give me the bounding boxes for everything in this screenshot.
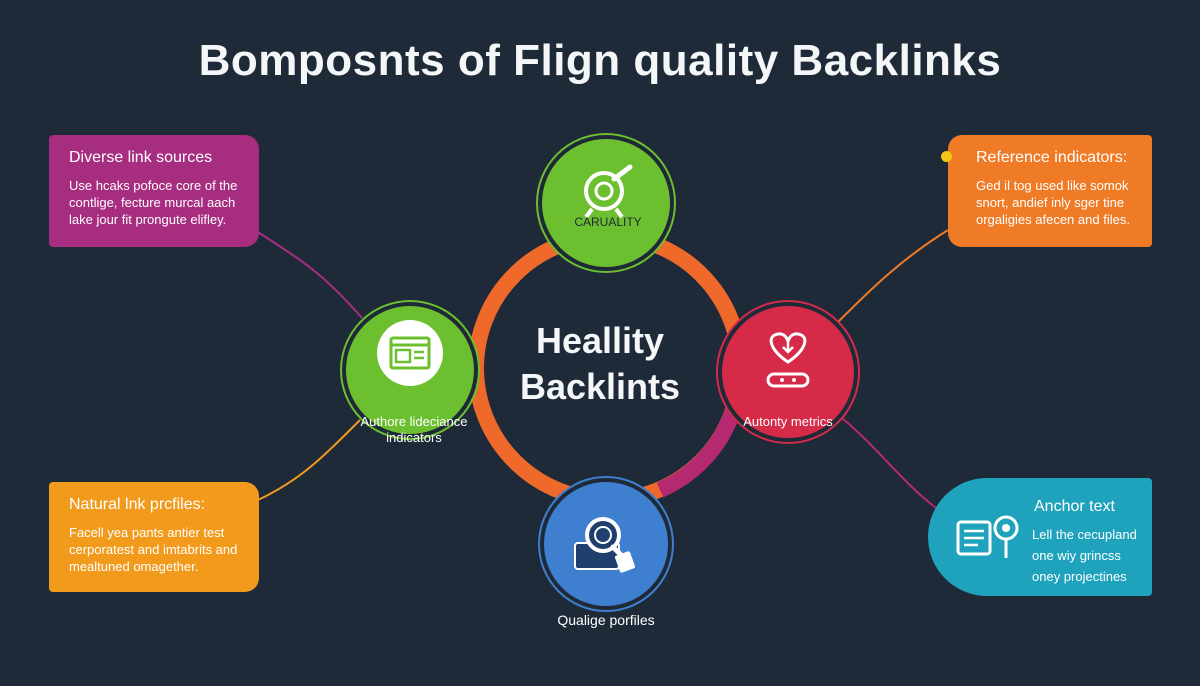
bullet-dot	[941, 151, 952, 162]
card-heading: Reference indicators:	[976, 149, 1128, 166]
card-heading: Diverse link sources	[69, 149, 213, 166]
card-natural-link-profiles: Natural lnk prcfiles: Facell yea pants a…	[49, 482, 259, 592]
magnifier-tag-icon	[574, 517, 636, 573]
hub-title: Heallity Backlints	[480, 318, 720, 410]
hub-title-line1: Heallity	[535, 320, 665, 361]
connector-diverse	[257, 231, 363, 319]
connector-natural	[257, 419, 361, 501]
card-heading: Natural lnk prcfiles:	[69, 496, 206, 513]
gear-wrench-icon	[584, 164, 633, 219]
card-anchor-text: Anchor text Lell the cecupland one wiy g…	[928, 478, 1152, 596]
card-text: Ged il tog used like somok snort, andief…	[976, 178, 1130, 227]
node-authority-indicators	[342, 302, 478, 438]
heart-download-icon	[766, 332, 810, 388]
card-text: Facell yea pants antier test cerporatest…	[69, 525, 238, 574]
node-label-metrics: Autonty metrics	[743, 414, 833, 429]
node-label-carauality: CARUALITY	[574, 215, 642, 229]
document-gear-icon	[956, 515, 1019, 558]
connector-anchor	[841, 417, 937, 509]
card-diverse-link-sources: Diverse link sources Use hcaks pofoce co…	[49, 135, 259, 247]
card-text: Use hcaks pofoce core of the contlige, f…	[69, 178, 238, 227]
card-reference-indicators: Reference indicators: Ged il tog used li…	[948, 135, 1152, 247]
card-heading: Anchor text	[1034, 498, 1115, 515]
node-authority-metrics	[718, 302, 858, 442]
connector-reference	[837, 229, 949, 323]
node-label-quality: Qualige porfiles	[557, 612, 655, 628]
card-text: Lell the cecupland one wiy grincss oney …	[1032, 527, 1137, 584]
node-quality-profiles	[540, 478, 672, 610]
node-label-authority: Authore lideciance indicators	[360, 414, 468, 445]
node-carauality	[538, 135, 674, 271]
browser-window-icon	[389, 336, 431, 370]
diagram-title: Bomposnts of Flign quality Backlinks	[198, 36, 1002, 85]
hub-title-line2: Backlints	[519, 366, 681, 407]
